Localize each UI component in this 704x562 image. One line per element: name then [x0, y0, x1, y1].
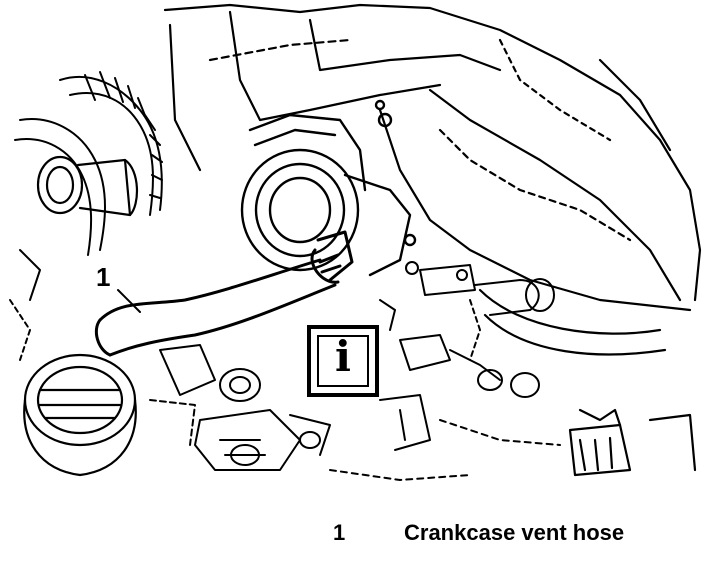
info-icon-frame: [317, 335, 369, 387]
wiring-harness: [14, 71, 163, 256]
sensor-connectors: [379, 261, 555, 398]
info-icon: i: [307, 325, 379, 397]
info-icon-glyph: i: [335, 332, 351, 381]
oil-filler-cap: [23, 353, 137, 477]
coolant-hose: [478, 288, 667, 356]
legend-item-number: 1: [333, 520, 346, 545]
lower-bracket: [9, 249, 561, 481]
engine-cover-outline: [163, 3, 702, 312]
throttle-body: [240, 99, 417, 277]
callout-label-1: 1: [96, 262, 111, 292]
hose-connector-left: [36, 155, 139, 217]
crankcase-vent-hose: [94, 230, 354, 357]
legend-item-text: Crankcase vent hose: [404, 520, 625, 545]
legend: 1 Crankcase vent hose: [0, 520, 704, 554]
battery-terminal: [568, 408, 697, 477]
lower-engine-components: [149, 344, 331, 471]
callout-leader-line: [117, 289, 141, 313]
engine-bay-illustration: [9, 3, 702, 481]
